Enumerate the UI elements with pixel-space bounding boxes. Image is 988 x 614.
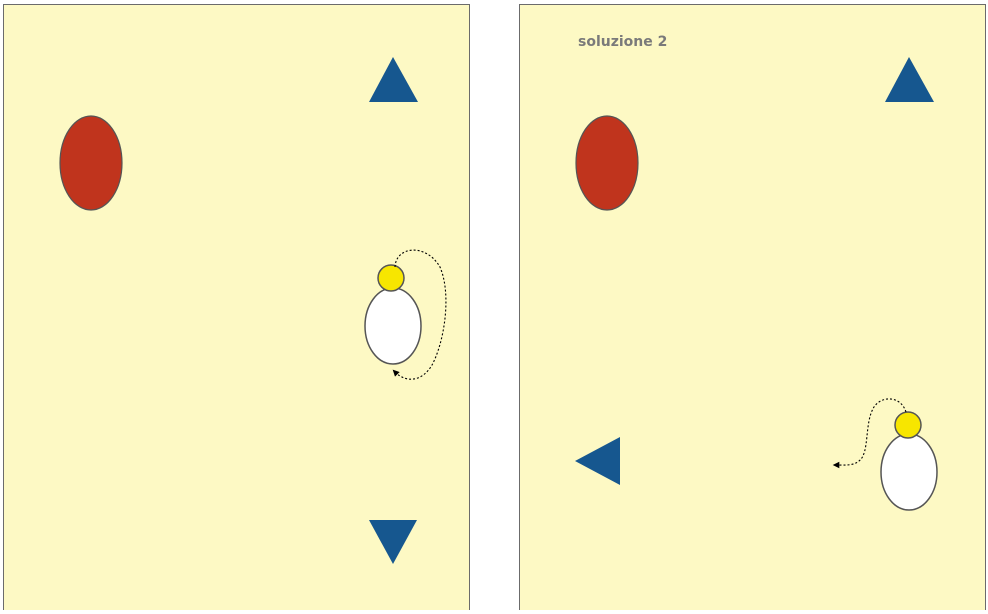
blue-cone-up: [369, 57, 418, 102]
player-head: [377, 264, 405, 292]
player-body: [880, 433, 938, 511]
diagram-canvas-left: [59, 57, 447, 564]
diagram-panel-left: [3, 4, 470, 610]
panel-caption: soluzione 2: [578, 34, 668, 50]
blue-cone-up: [885, 57, 934, 102]
player: [364, 264, 422, 365]
movement-arrow: [392, 249, 447, 380]
diagram-panel-right: soluzione 2: [519, 4, 986, 610]
red-oval-marker: [59, 115, 123, 211]
red-oval-marker: [575, 115, 639, 211]
player-head: [894, 411, 922, 439]
player: [880, 411, 938, 511]
blue-cone-left: [575, 437, 620, 485]
movement-arrow: [832, 398, 907, 469]
blue-cone-down: [369, 520, 417, 564]
player-body: [364, 287, 422, 365]
diagram-canvas-right: [575, 57, 938, 511]
